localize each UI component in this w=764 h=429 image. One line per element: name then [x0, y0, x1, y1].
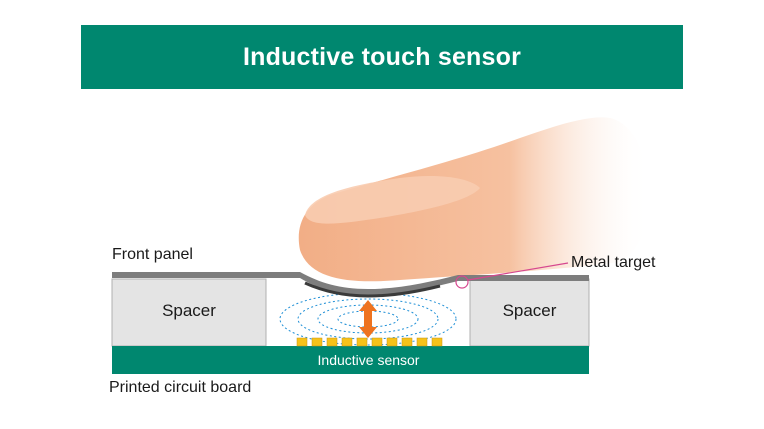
- spacer-right: [469, 278, 590, 347]
- displacement-arrow-icon: [359, 300, 377, 338]
- pcb-label: Printed circuit board: [109, 379, 252, 396]
- metal-target-marker: [455, 275, 469, 289]
- sensor-coils: [296, 337, 443, 347]
- diagram-title: Inductive touch sensor: [242, 42, 522, 71]
- finger-icon: [298, 117, 650, 282]
- metal-target-label: Metal target: [571, 254, 656, 271]
- inductive-sensor-label: Inductive sensor: [317, 352, 420, 368]
- metal-target: [304, 281, 441, 298]
- front-panel-label: Front panel: [112, 246, 193, 263]
- spacer-right-label: Spacer: [502, 301, 557, 320]
- title-banner: Inductive touch sensor: [81, 25, 683, 89]
- spacer-left: [111, 278, 267, 347]
- metal-target-leader: [467, 262, 569, 281]
- printed-circuit-board: [112, 346, 589, 374]
- front-panel: [112, 272, 589, 295]
- spacer-left-label: Spacer: [162, 301, 216, 320]
